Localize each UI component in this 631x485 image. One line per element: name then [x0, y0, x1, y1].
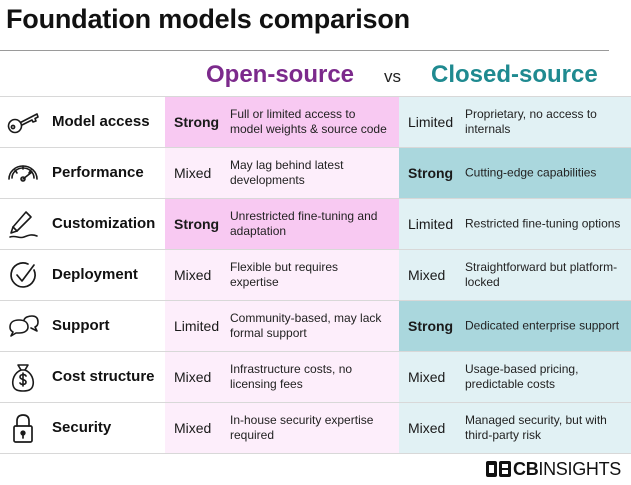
open-source-heading: Open-source	[206, 61, 355, 88]
closed-rating: Mixed	[408, 267, 446, 283]
closed-source-heading: Closed-source	[431, 61, 598, 88]
vs-label: vs	[384, 67, 401, 86]
closed-source-cell: Mixed Usage-based pricing, predictable c…	[399, 352, 631, 402]
open-rating: Strong	[174, 114, 220, 130]
feature-name: Customization	[52, 215, 156, 232]
feature-name: Support	[52, 317, 110, 334]
open-rating: Mixed	[174, 267, 212, 283]
logo-insights: INSIGHTS	[538, 459, 622, 479]
open-description: Community-based, may lack formal support	[230, 311, 382, 340]
open-source-cell: Strong Unrestricted fine-tuning and adap…	[165, 199, 399, 249]
closed-source-cell: Strong Dedicated enterprise support	[399, 301, 631, 351]
feature-cell: Model access	[0, 97, 165, 147]
open-description: May lag behind latest developments	[230, 158, 344, 187]
closed-rating: Mixed	[408, 369, 446, 385]
closed-rating: Strong	[408, 165, 454, 181]
table-row: Customization Strong Unrestricted fine-t…	[0, 198, 631, 249]
closed-description: Proprietary, no access to internals	[465, 107, 597, 136]
closed-description: Dedicated enterprise support	[465, 318, 620, 333]
closed-source-cell: Strong Cutting-edge capabilities	[399, 148, 631, 198]
feature-cell: Cost structure	[0, 352, 165, 402]
closed-source-cell: Mixed Straightforward but platform-locke…	[399, 250, 631, 300]
feature-cell: Customization	[0, 199, 165, 249]
speedometer-icon	[6, 157, 40, 189]
table-row: Deployment Mixed Flexible but requires e…	[0, 249, 631, 300]
comparison-table: Model access Strong Full or limited acce…	[0, 96, 631, 454]
closed-source-cell: Limited Restricted fine-tuning options	[399, 199, 631, 249]
closed-description: Managed security, but with third-party r…	[465, 413, 607, 442]
padlock-icon	[6, 412, 40, 444]
title-divider	[0, 50, 609, 51]
open-rating: Limited	[174, 318, 220, 334]
closed-description: Cutting-edge capabilities	[465, 165, 597, 180]
feature-name: Model access	[52, 113, 150, 130]
open-description: Full or limited access to model weights …	[230, 107, 387, 136]
closed-description: Usage-based pricing, predictable costs	[465, 362, 579, 391]
closed-rating: Strong	[408, 318, 454, 334]
closed-rating: Limited	[408, 114, 454, 130]
page-title: Foundation models comparison	[6, 4, 410, 34]
open-rating: Mixed	[174, 369, 212, 385]
open-source-cell: Mixed Infrastructure costs, no licensing…	[165, 352, 399, 402]
table-row: Performance Mixed May lag behind latest …	[0, 147, 631, 198]
open-source-cell: Limited Community-based, may lack formal…	[165, 301, 399, 351]
key-icon	[6, 106, 40, 138]
table-row: Support Limited Community-based, may lac…	[0, 300, 631, 351]
feature-cell: Performance	[0, 148, 165, 198]
feature-cell: Support	[0, 301, 165, 351]
closed-description: Restricted fine-tuning options	[465, 216, 621, 231]
open-description: Unrestricted fine-tuning and adaptation	[230, 209, 378, 238]
logo-cb: CB	[513, 459, 539, 479]
open-source-cell: Mixed In-house security expertise requir…	[165, 403, 399, 453]
logo-text: CBINSIGHTS	[513, 459, 621, 479]
table-row: Model access Strong Full or limited acce…	[0, 96, 631, 147]
open-description: In-house security expertise required	[230, 413, 374, 442]
closed-description: Straightforward but platform-locked	[465, 260, 618, 289]
open-rating: Strong	[174, 216, 220, 232]
check-circle-icon	[6, 259, 40, 291]
feature-name: Security	[52, 419, 112, 436]
cb-insights-logo-icon	[486, 461, 511, 477]
table-row: Cost structure Mixed Infrastructure cost…	[0, 351, 631, 402]
open-description: Flexible but requires expertise	[230, 260, 339, 289]
pen-icon	[6, 208, 40, 240]
open-description: Infrastructure costs, no licensing fees	[230, 362, 353, 391]
feature-name: Deployment	[52, 266, 138, 283]
chat-bubbles-icon	[6, 310, 40, 342]
open-source-cell: Mixed Flexible but requires expertise	[165, 250, 399, 300]
feature-name: Performance	[52, 164, 144, 181]
closed-rating: Mixed	[408, 420, 446, 436]
open-source-cell: Mixed May lag behind latest developments	[165, 148, 399, 198]
open-rating: Mixed	[174, 420, 212, 436]
open-source-cell: Strong Full or limited access to model w…	[165, 97, 399, 147]
closed-source-cell: Limited Proprietary, no access to intern…	[399, 97, 631, 147]
table-row: Security Mixed In-house security experti…	[0, 402, 631, 454]
closed-source-cell: Mixed Managed security, but with third-p…	[399, 403, 631, 453]
closed-rating: Limited	[408, 216, 454, 232]
feature-cell: Security	[0, 403, 165, 453]
feature-name: Cost structure	[52, 368, 155, 385]
open-rating: Mixed	[174, 165, 212, 181]
money-bag-icon	[6, 361, 40, 393]
feature-cell: Deployment	[0, 250, 165, 300]
